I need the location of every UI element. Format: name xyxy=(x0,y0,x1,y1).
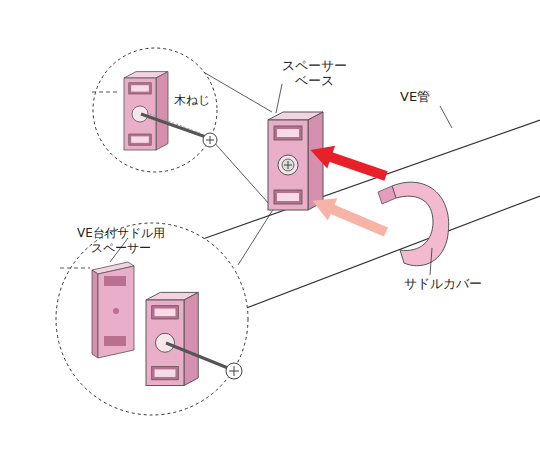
magnifier-circle: VE台付サドル用 スペーサー xyxy=(55,222,249,416)
circle-outline xyxy=(55,222,249,416)
saddle-cover-edge xyxy=(378,186,396,204)
screw-head xyxy=(203,133,217,147)
hidden-line xyxy=(92,92,118,93)
leader-line xyxy=(110,238,128,262)
leader-line xyxy=(212,140,270,205)
leader-line xyxy=(440,106,452,128)
part-label: サドルカバー xyxy=(404,276,482,291)
wood-screw xyxy=(166,343,228,368)
spacer-base xyxy=(124,72,168,150)
leader-line xyxy=(430,248,432,275)
screw-head xyxy=(226,363,242,379)
part-label: スペーサー ベース xyxy=(282,58,347,88)
screw-thread xyxy=(150,114,200,133)
circle-outline xyxy=(92,47,218,173)
arrow xyxy=(306,139,389,188)
leader-line xyxy=(238,208,274,265)
spacer-plate xyxy=(92,262,134,274)
wood-screw xyxy=(141,114,206,137)
arrow xyxy=(308,190,391,243)
leader-line xyxy=(276,84,282,113)
saddle-cover xyxy=(392,182,449,266)
magnifier-circle: 木ねじ xyxy=(92,47,218,173)
hidden-line xyxy=(60,268,90,269)
callout-label: 木ねじ xyxy=(174,93,210,108)
pipe-edge xyxy=(220,196,540,318)
callout-label: VE台付サドル用 スペーサー xyxy=(77,226,165,256)
pipe-edge xyxy=(200,120,540,240)
spacer-base xyxy=(268,112,323,210)
part-label: VE管 xyxy=(400,89,430,104)
spacer-base xyxy=(146,292,198,385)
